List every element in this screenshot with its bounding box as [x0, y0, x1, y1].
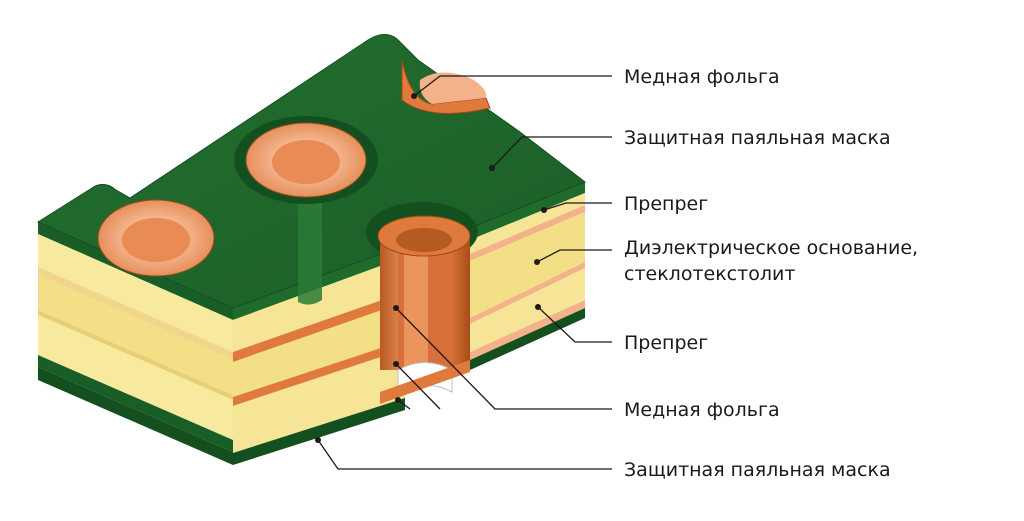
core-left — [38, 275, 233, 395]
leader-mask-bottom — [317, 439, 612, 470]
pad-corner — [401, 59, 491, 114]
copper-layer-front-2 — [233, 340, 405, 406]
right-prepreg-top — [470, 193, 585, 254]
label-prepreg-bottom: Препрег — [624, 332, 708, 354]
dot-prepreg-top — [541, 207, 547, 213]
bottom-mask-edge-left — [38, 355, 233, 452]
core-front — [233, 302, 405, 397]
leader-lines — [317, 75, 612, 470]
right-core — [470, 212, 585, 318]
labels: Медная фольга Защитная паяльная маска Пр… — [624, 66, 918, 481]
label-mask-top: Защитная паяльная маска — [624, 127, 891, 149]
dot-mask-bottom — [315, 437, 321, 443]
dot-mask-top — [489, 165, 495, 171]
right-copper-bottom — [470, 300, 585, 360]
prepreg-left-top — [38, 234, 233, 352]
prepreg-front-bottom — [233, 349, 405, 453]
label-mask-bottom: Защитная паяльная маска — [624, 459, 891, 481]
pad-left-hole — [122, 218, 190, 262]
label-prepreg-top: Препрег — [624, 193, 708, 215]
dot-copper-top — [411, 93, 417, 99]
via-barrel — [366, 202, 478, 404]
bottom-mask-underside — [38, 367, 233, 465]
label-copper-top: Медная фольга — [624, 66, 780, 88]
dot-copper-bottom-2 — [393, 361, 399, 367]
leader-prepreg-bottom — [537, 306, 612, 343]
leader-dots — [315, 93, 547, 443]
leader-copper-top — [413, 75, 612, 97]
copper-layer-front-1 — [233, 292, 405, 362]
prepreg-left-bottom — [38, 315, 233, 440]
leader-copper-bottom-2 — [395, 363, 441, 410]
leader-prepreg-top — [543, 202, 612, 211]
label-dielectric-1: Диэлектрическое основание, — [624, 237, 918, 259]
mask-trace — [298, 193, 322, 305]
via-pad-bottom — [380, 360, 470, 404]
pad-corner-ring — [401, 59, 491, 114]
pad-corner-inner — [419, 72, 487, 104]
right-prepreg-bottom — [470, 268, 585, 352]
pad-center-hole — [272, 140, 340, 184]
dot-dielectric — [534, 259, 540, 265]
via-top-hole — [396, 228, 452, 252]
via-barrel-highlight — [404, 246, 428, 370]
right-mask-edge — [470, 182, 585, 240]
leader-dielectric — [536, 249, 612, 263]
right-face — [470, 182, 585, 370]
prepreg-front-top — [233, 257, 405, 352]
leader-mask-top — [491, 136, 612, 169]
pad-left — [97, 199, 215, 277]
label-dielectric-2: стеклотекстолит — [624, 263, 795, 285]
front-face — [38, 245, 405, 465]
right-copper-1 — [470, 205, 585, 261]
label-copper-bottom: Медная фольга — [624, 399, 780, 421]
dot-copper-bottom-1 — [393, 305, 399, 311]
dot-prepreg-bottom — [535, 304, 541, 310]
copper-inner-left-1 — [38, 267, 233, 360]
pad-center — [234, 116, 378, 204]
right-copper-2 — [470, 262, 585, 324]
leader-copper-bottom-1 — [395, 307, 612, 410]
left-face — [38, 222, 233, 452]
bottom-mask-edge-front — [233, 398, 405, 465]
core-left-divider — [38, 310, 233, 400]
dot-copper-bottom-3 — [395, 397, 401, 403]
